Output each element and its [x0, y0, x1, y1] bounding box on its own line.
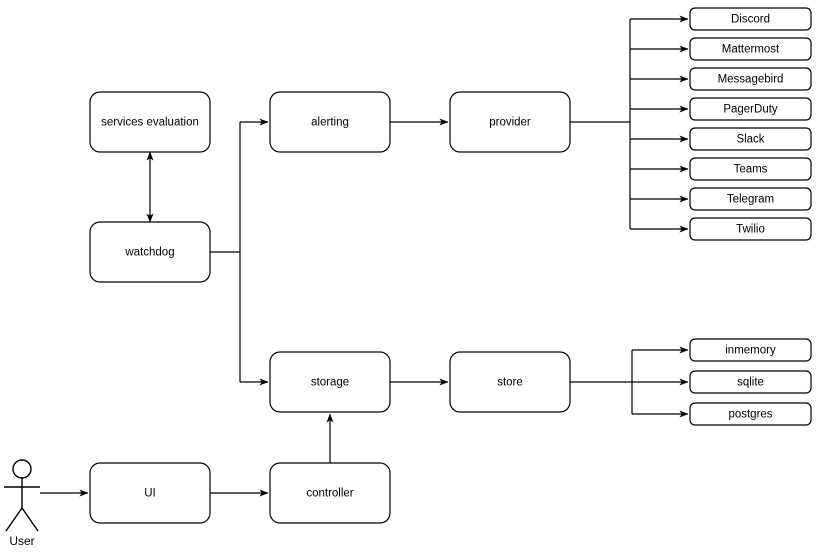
- node-store-postgres-label: postgres: [728, 409, 772, 421]
- node-watchdog-shape[interactable]: [89, 221, 211, 283]
- node-provider-teams[interactable]: Teams: [689, 157, 812, 181]
- actor-left-leg-icon: [5, 507, 23, 532]
- node-alerting[interactable]: alerting: [269, 91, 391, 153]
- node-store-inmemory-shape[interactable]: [689, 338, 812, 362]
- actor-user: User: [4, 459, 40, 548]
- edge-layer: [40, 15, 689, 497]
- actor-user-label: User: [9, 534, 34, 548]
- node-provider-shape[interactable]: [449, 91, 571, 153]
- provider-leaf-layer: DiscordMattermostMessagebirdPagerDutySla…: [689, 7, 812, 241]
- node-provider[interactable]: provider: [449, 91, 571, 153]
- store-leaf-layer: inmemory sqlite postgres: [689, 338, 812, 426]
- node-store-postgres-shape[interactable]: [689, 402, 812, 426]
- node-storage-shape[interactable]: [269, 351, 391, 413]
- node-provider-teams-label: Teams: [734, 164, 768, 176]
- node-controller[interactable]: controller: [269, 462, 391, 524]
- node-provider-pagerduty-shape[interactable]: [689, 97, 812, 121]
- node-ui-shape[interactable]: [89, 462, 211, 524]
- node-ui[interactable]: UI: [89, 462, 211, 524]
- node-alerting-shape[interactable]: [269, 91, 391, 153]
- node-provider-discord-label: Discord: [731, 14, 770, 26]
- node-provider-discord[interactable]: Discord: [689, 7, 812, 31]
- node-provider-slack-label: Slack: [736, 134, 764, 146]
- node-watchdog[interactable]: watchdog: [89, 221, 211, 283]
- node-provider-mattermost-label: Mattermost: [722, 44, 780, 56]
- store-branch-lines: [632, 346, 689, 418]
- node-provider-messagebird[interactable]: Messagebird: [689, 67, 812, 91]
- node-watchdog-label: watchdog: [124, 247, 174, 259]
- actor-right-leg-icon: [21, 507, 39, 532]
- node-store-sqlite[interactable]: sqlite: [689, 370, 812, 394]
- provider-branch-lines: [630, 15, 689, 233]
- node-services-evaluation[interactable]: services evaluation: [89, 91, 211, 153]
- node-services-evaluation-label: services evaluation: [101, 117, 199, 129]
- node-provider-telegram[interactable]: Telegram: [689, 187, 812, 211]
- actor-head-icon: [12, 459, 32, 479]
- node-provider-telegram-shape[interactable]: [689, 187, 812, 211]
- node-alerting-label: alerting: [311, 117, 349, 129]
- node-services-evaluation-shape[interactable]: [89, 91, 211, 153]
- node-storage[interactable]: storage: [269, 351, 391, 413]
- node-provider-messagebird-label: Messagebird: [718, 74, 784, 86]
- node-store-shape[interactable]: [449, 351, 571, 413]
- node-provider-twilio-label: Twilio: [736, 224, 765, 236]
- node-store-postgres[interactable]: postgres: [689, 402, 812, 426]
- node-provider-discord-shape[interactable]: [689, 7, 812, 31]
- node-store-sqlite-shape[interactable]: [689, 370, 812, 394]
- node-store-inmemory[interactable]: inmemory: [689, 338, 812, 362]
- node-provider-teams-shape[interactable]: [689, 157, 812, 181]
- node-provider-telegram-label: Telegram: [727, 194, 774, 206]
- node-controller-shape[interactable]: [269, 462, 391, 524]
- node-provider-slack-shape[interactable]: [689, 127, 812, 151]
- node-store-inmemory-label: inmemory: [725, 345, 776, 357]
- node-provider-twilio[interactable]: Twilio: [689, 217, 812, 241]
- node-provider-mattermost[interactable]: Mattermost: [689, 37, 812, 61]
- node-storage-label: storage: [311, 377, 349, 389]
- node-controller-label: controller: [306, 488, 353, 500]
- node-store-label: store: [497, 377, 523, 389]
- node-store[interactable]: store: [449, 351, 571, 413]
- node-store-sqlite-label: sqlite: [737, 377, 764, 389]
- node-ui-label: UI: [144, 488, 156, 500]
- node-layer: services evaluation watchdog alerting pr…: [89, 91, 571, 524]
- node-provider-label: provider: [489, 117, 531, 129]
- node-provider-twilio-shape[interactable]: [689, 217, 812, 241]
- node-provider-pagerduty[interactable]: PagerDuty: [689, 97, 812, 121]
- node-provider-mattermost-shape[interactable]: [689, 37, 812, 61]
- node-provider-pagerduty-label: PagerDuty: [723, 104, 778, 116]
- node-provider-slack[interactable]: Slack: [689, 127, 812, 151]
- node-provider-messagebird-shape[interactable]: [689, 67, 812, 91]
